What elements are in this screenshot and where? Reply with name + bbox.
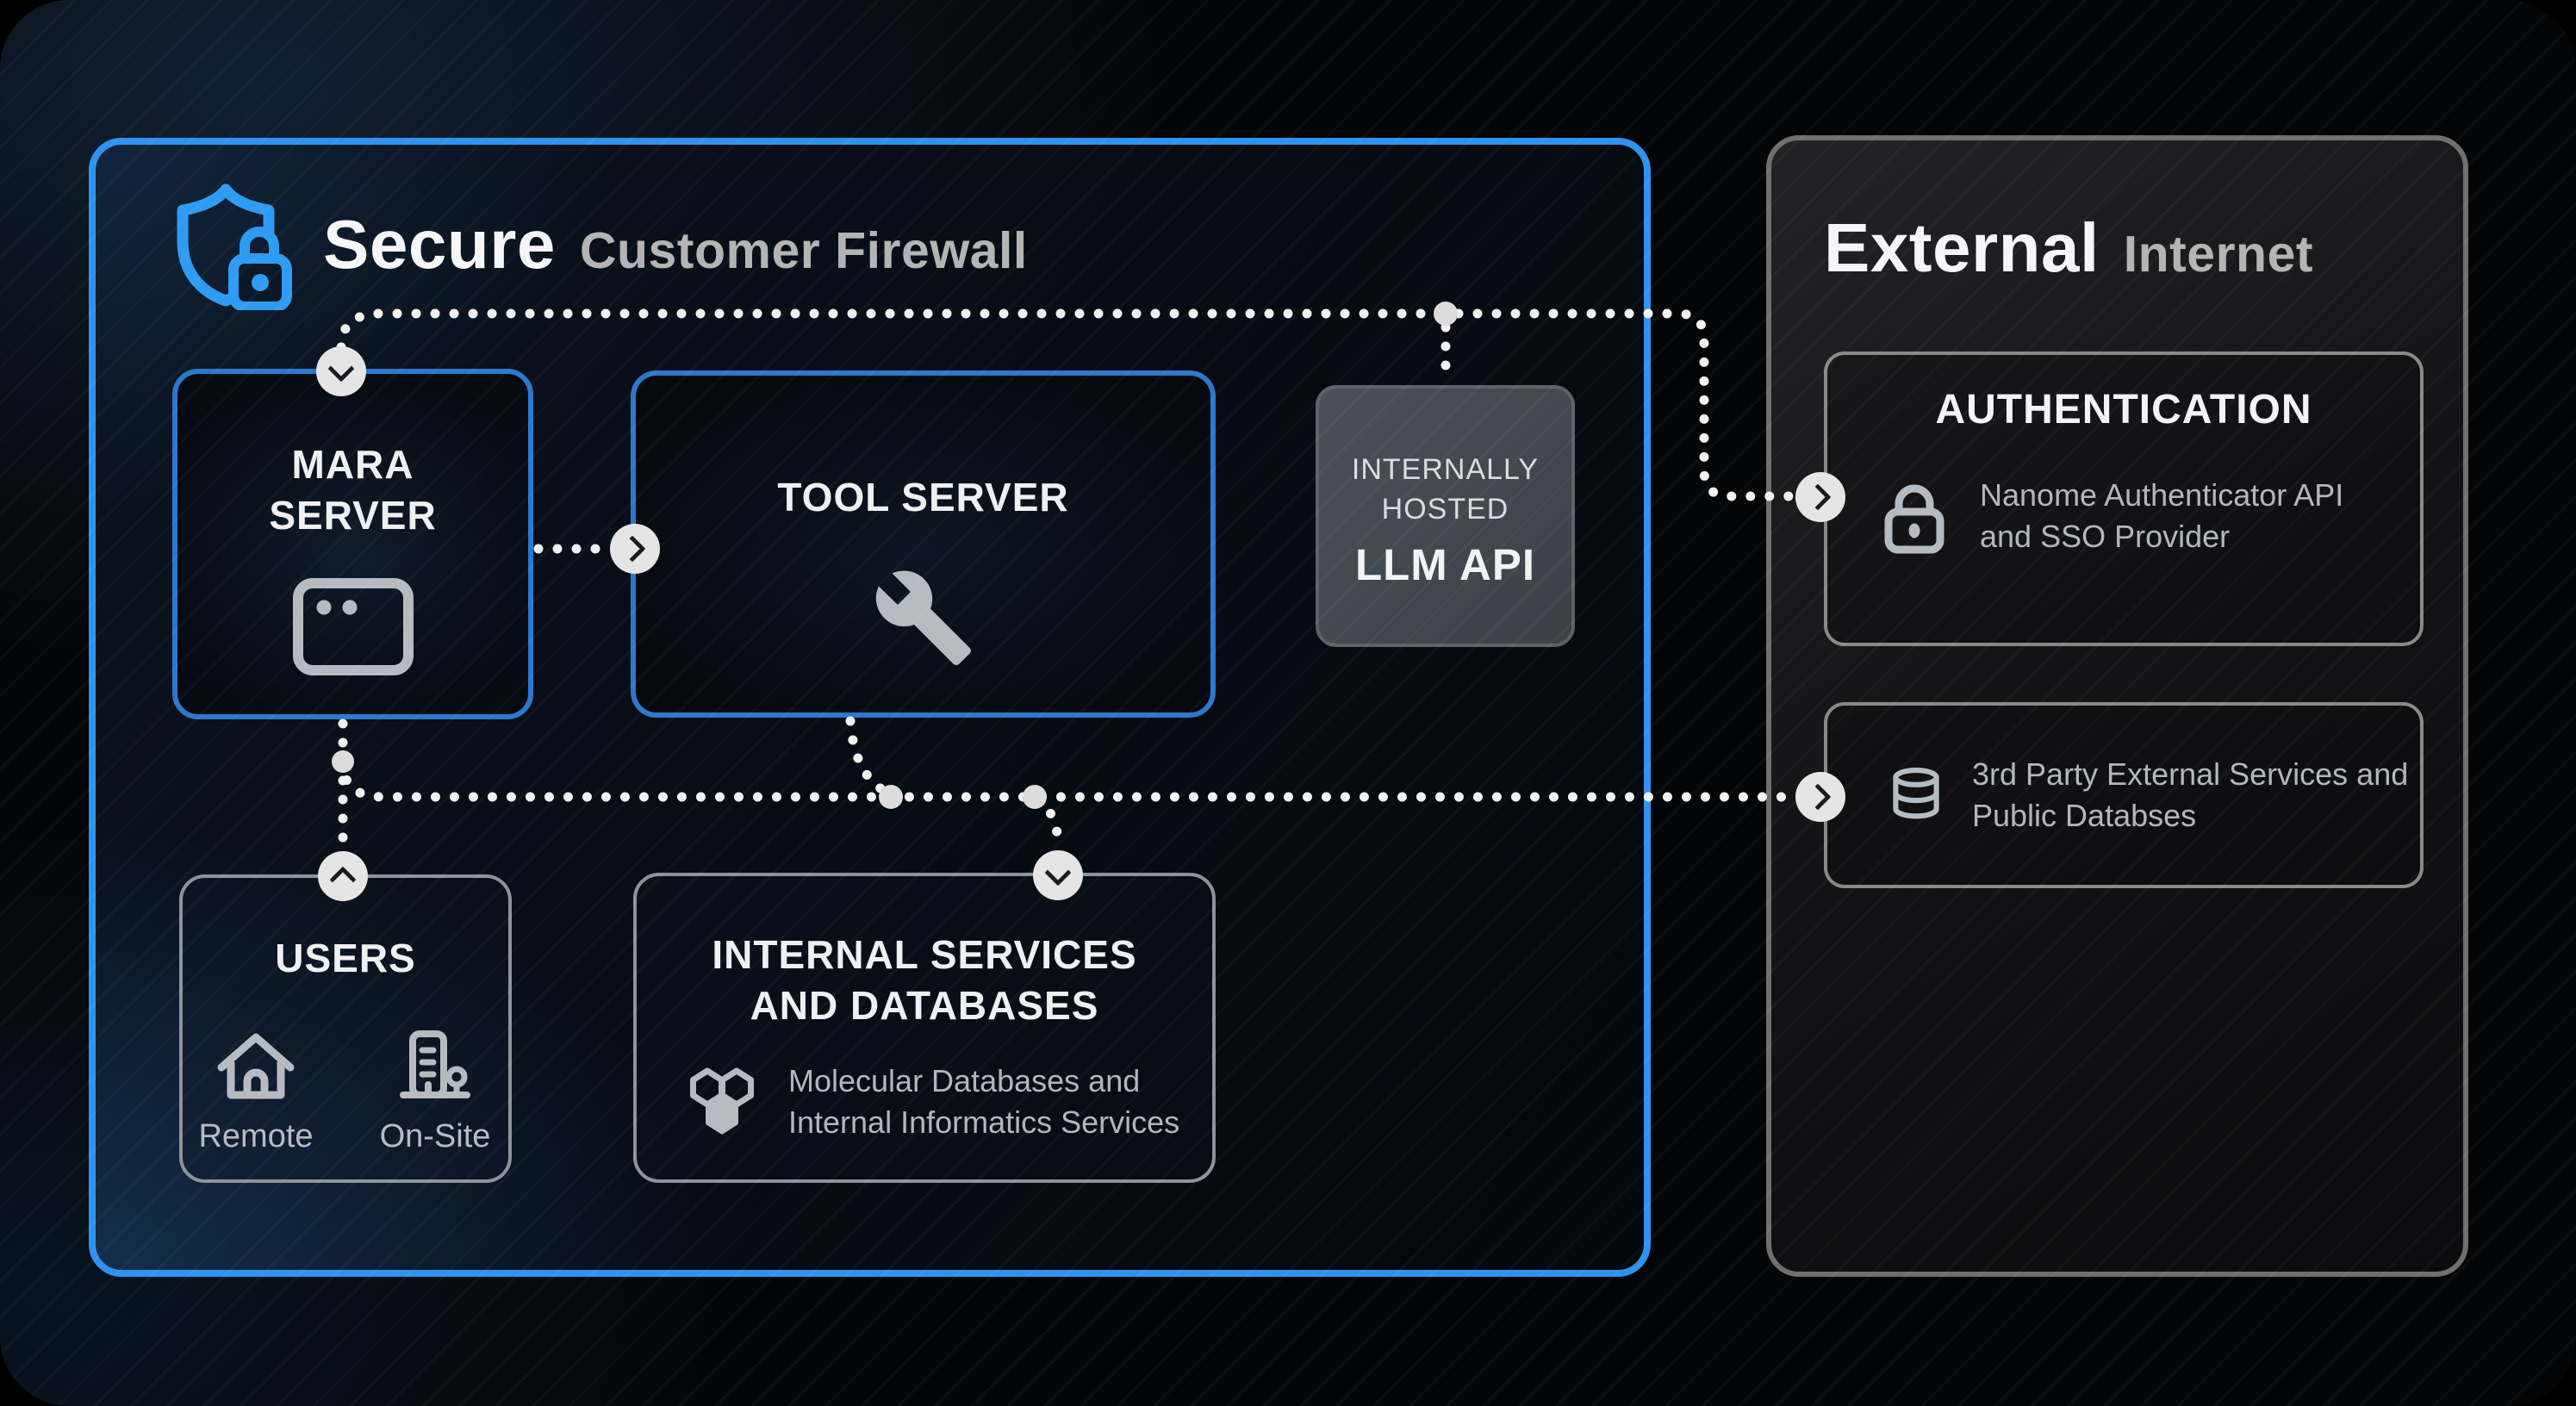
secure-title-primary: Secure bbox=[323, 206, 556, 283]
external-zone-title: External Internet bbox=[1824, 208, 2313, 288]
home-icon bbox=[217, 1033, 295, 1099]
users-title: USERS bbox=[275, 936, 416, 980]
arrow-into-thirdparty-icon bbox=[1795, 772, 1845, 822]
authentication-title: AUTHENTICATION bbox=[1935, 387, 2312, 432]
external-zone-header: External Internet bbox=[1824, 183, 2313, 314]
internal-services-title: INTERNAL SERVICES AND DATABASES bbox=[712, 932, 1137, 1028]
app-window-icon bbox=[292, 577, 414, 675]
mara-server-box: MARA SERVER bbox=[172, 369, 533, 719]
users-icon-row: Remote On-Site bbox=[191, 1027, 500, 1155]
remote-label: Remote bbox=[198, 1117, 314, 1154]
external-title-primary: External bbox=[1824, 209, 2100, 286]
users-box: USERS Remote On-Site bbox=[179, 874, 512, 1183]
llm-api-box: INTERNALLY HOSTED LLM API bbox=[1316, 385, 1575, 647]
onsite-label: On-Site bbox=[379, 1117, 491, 1154]
third-party-description: 3rd Party External Services and Public D… bbox=[1972, 756, 2409, 833]
authentication-box: AUTHENTICATION Nanome Authenticator API … bbox=[1824, 352, 2424, 646]
arrow-into-internal-icon bbox=[1033, 850, 1083, 900]
secure-zone-header: Secure Customer Firewall bbox=[158, 172, 1028, 317]
arrow-into-auth-icon bbox=[1795, 472, 1845, 522]
third-party-box: 3rd Party External Services and Public D… bbox=[1824, 702, 2424, 888]
database-icon bbox=[1893, 768, 1939, 819]
remote-user-item: Remote bbox=[191, 1027, 320, 1155]
authentication-desc-row: Nanome Authenticator API and SSO Provide… bbox=[1827, 475, 2420, 557]
molecule-hexagons-icon bbox=[690, 1067, 754, 1135]
mara-server-title: MARA SERVER bbox=[269, 442, 437, 538]
arrow-into-mara-icon bbox=[316, 346, 366, 396]
llm-api-subtitle: INTERNALLY HOSTED bbox=[1351, 453, 1540, 526]
internal-services-desc-row: Molecular Databases and Internal Informa… bbox=[637, 1061, 1202, 1143]
lock-icon bbox=[1884, 484, 1944, 554]
tool-server-title: TOOL SERVER bbox=[777, 475, 1069, 519]
arrow-into-tool-icon bbox=[610, 524, 660, 574]
office-building-icon bbox=[400, 1030, 470, 1098]
onsite-user-item: On-Site bbox=[370, 1027, 500, 1155]
third-party-desc-row: 3rd Party External Services and Public D… bbox=[1827, 754, 2420, 837]
external-internet-zone bbox=[1766, 135, 2468, 1277]
secure-title-secondary: Customer Firewall bbox=[579, 222, 1028, 279]
wrench-icon bbox=[875, 570, 971, 665]
arrow-into-users-icon bbox=[318, 851, 368, 901]
secure-zone-title: Secure Customer Firewall bbox=[323, 205, 1028, 284]
tool-server-box: TOOL SERVER bbox=[631, 370, 1216, 718]
internal-services-box: INTERNAL SERVICES AND DATABASES Molecula… bbox=[633, 873, 1216, 1183]
llm-api-title: LLM API bbox=[1354, 540, 1536, 590]
external-title-secondary: Internet bbox=[2123, 226, 2314, 283]
shield-lock-icon bbox=[177, 184, 292, 310]
internal-services-description: Molecular Databases and Internal Informa… bbox=[788, 1062, 1180, 1140]
authentication-description: Nanome Authenticator API and SSO Provide… bbox=[1980, 477, 2344, 555]
